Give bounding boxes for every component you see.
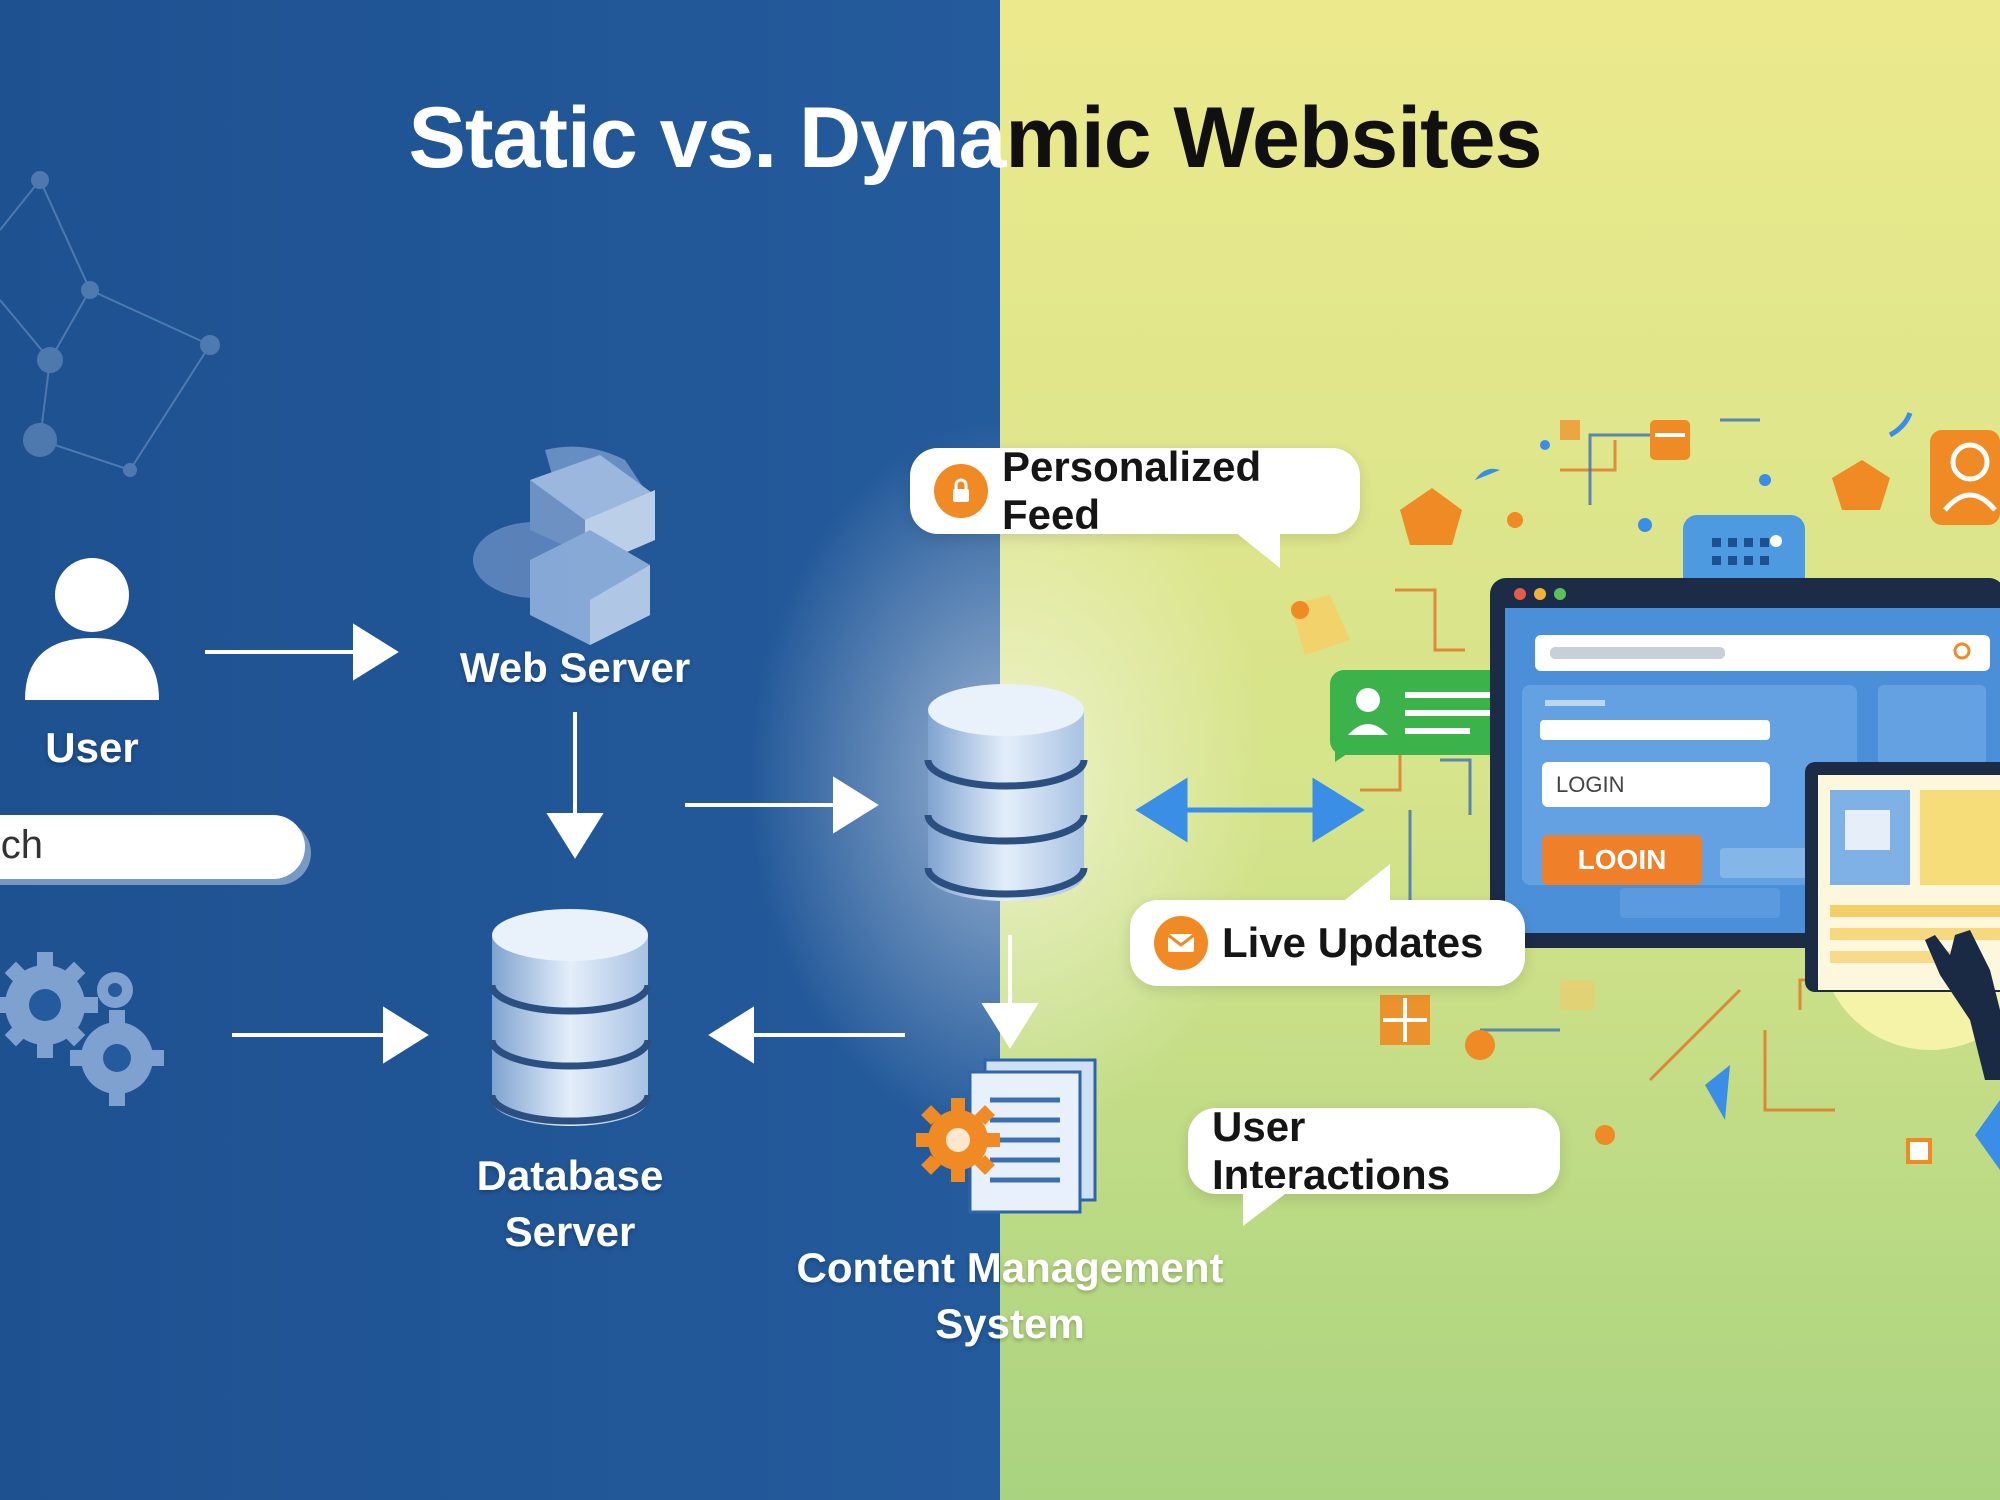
user-interactions-text: User Interactions (1212, 1103, 1451, 1198)
database-server-label-line2: Server (504, 1208, 636, 1255)
gears-icon (0, 952, 164, 1106)
cms-document-icon (916, 1058, 1097, 1214)
database-icon (488, 909, 652, 1126)
title-part-static: Static vs. Dyna (408, 90, 1007, 186)
cms-label-line1: Content Management (796, 1244, 1224, 1291)
live-updates-text: Live Updates (1222, 919, 1484, 966)
cms-label-line2: System (935, 1300, 1085, 1347)
web-server-label: Web Server (459, 644, 691, 691)
live-updates-bubble: Live Updates (1130, 864, 1525, 986)
title-part-dynamic: mic Websites (1005, 90, 1542, 186)
server-stack-icon (473, 446, 655, 645)
user-interactions-bubble: User Interactions (1188, 1103, 1560, 1226)
login-field[interactable]: LOGIN (1542, 762, 1770, 807)
database-server-label: Database Server (430, 1148, 710, 1260)
login-field-text: LOGIN (1556, 772, 1625, 797)
personalized-feed-text: Personalized Feed (1002, 443, 1262, 538)
mail-icon (1154, 916, 1208, 970)
lock-icon (934, 464, 988, 518)
cms-label: Content Management System (770, 1240, 1250, 1352)
user-icon (25, 558, 159, 700)
search-input-text: rch (0, 823, 43, 867)
login-button[interactable]: LOOIN (1542, 835, 1702, 885)
database-server-label-line1: Database (476, 1152, 664, 1199)
search-input[interactable]: rch (0, 815, 305, 879)
personalized-feed-bubble: Personalized Feed (910, 443, 1360, 568)
user-label: User (45, 724, 139, 771)
page-title: Static vs. Dynamic Websites (0, 88, 1950, 188)
database-icon (924, 684, 1088, 901)
